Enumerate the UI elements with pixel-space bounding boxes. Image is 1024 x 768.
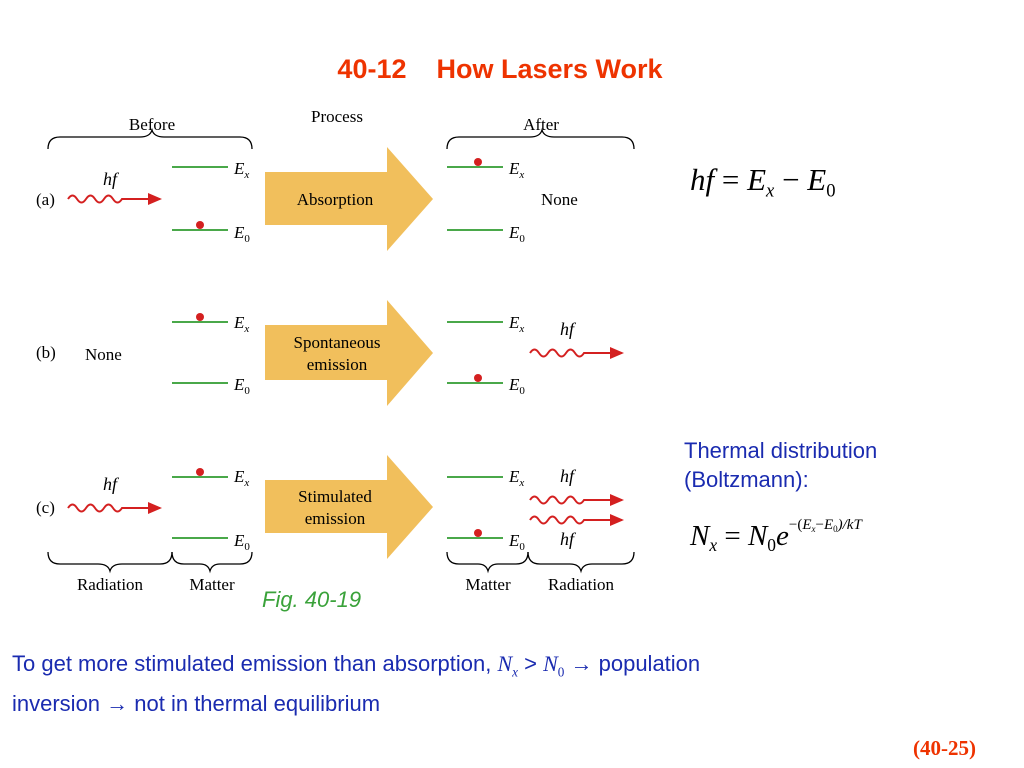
svg-text:E0: E0: [233, 223, 250, 245]
svg-text:Ex: Ex: [508, 159, 524, 181]
spontaneous-label-line2: emission: [307, 355, 368, 374]
stimulated-label-line2: emission: [305, 509, 366, 528]
absorption-arrow: [265, 147, 433, 251]
row-c-hf-label-bottom: hf: [560, 529, 577, 549]
svg-text:Ex: Ex: [233, 313, 249, 335]
right-radiation-brace: [527, 551, 635, 574]
absorption-equation: hf = Ex − E0: [690, 162, 836, 202]
laser-process-figure: Before Process After Absorption Spontane…: [36, 107, 635, 594]
header-after: After: [523, 115, 559, 134]
row-c-hf-label: hf: [103, 474, 120, 494]
after-brace: [446, 127, 635, 150]
left-matter-brace: [171, 551, 253, 574]
footer-right-matter: Matter: [465, 575, 511, 594]
row-c-after-electron: [474, 529, 482, 537]
row-c-photon-bottom-icon: [529, 514, 624, 526]
row-a-tag: (a): [36, 190, 55, 209]
header-before: Before: [129, 115, 175, 134]
stimulated-label-line1: Stimulated: [298, 487, 372, 506]
row-c-photon-icon: [67, 502, 162, 514]
svg-text:Ex: Ex: [508, 467, 524, 489]
footer-left-matter: Matter: [189, 575, 235, 594]
row-c-photon-top-icon: [529, 494, 624, 506]
spontaneous-arrow: [265, 300, 433, 406]
stimulated-arrow: [265, 455, 433, 559]
row-a-before-electron: [196, 221, 204, 229]
figure-caption: Fig. 40-19: [262, 587, 362, 612]
row-b-after-electron: [474, 374, 482, 382]
svg-text:E0: E0: [233, 531, 250, 553]
row-a-hf-label: hf: [103, 169, 120, 189]
slide-number: (40-25): [913, 736, 976, 760]
svg-text:E0: E0: [508, 223, 525, 245]
row-a-after-electron: [474, 158, 482, 166]
slide-title: 40-12 How Lasers Work: [337, 54, 663, 84]
boltzmann-equation: Nx = N0e−(Ex−E0)/kT: [690, 517, 862, 556]
row-c-tag: (c): [36, 498, 55, 517]
row-c-before-electron: [196, 468, 204, 476]
absorption-label: Absorption: [297, 190, 374, 209]
row-b-before-electron: [196, 313, 204, 321]
svg-text:Ex: Ex: [233, 467, 249, 489]
svg-text:E0: E0: [233, 375, 250, 397]
svg-text:Ex: Ex: [508, 313, 524, 335]
before-brace: [47, 127, 253, 150]
population-inversion-note: To get more stimulated emission than abs…: [12, 651, 701, 717]
row-b-tag: (b): [36, 343, 56, 362]
footer-left-radiation: Radiation: [77, 575, 144, 594]
svg-text:E0: E0: [508, 531, 525, 553]
row-c-hf-label-top: hf: [560, 466, 577, 486]
svg-text:E0: E0: [508, 375, 525, 397]
row-b-hf-label: hf: [560, 319, 577, 339]
row-a-after-none: None: [541, 190, 578, 209]
left-radiation-brace: [47, 551, 173, 574]
row-b-photon-icon: [529, 347, 624, 359]
row-b-before-none: None: [85, 345, 122, 364]
spontaneous-label-line1: Spontaneous: [294, 333, 381, 352]
row-a-photon-icon: [67, 193, 162, 205]
thermal-distribution-label: Thermal distribution (Boltzmann):: [684, 438, 878, 492]
right-matter-brace: [446, 551, 529, 574]
header-process: Process: [311, 107, 363, 126]
svg-text:Ex: Ex: [233, 159, 249, 181]
footer-right-radiation: Radiation: [548, 575, 615, 594]
